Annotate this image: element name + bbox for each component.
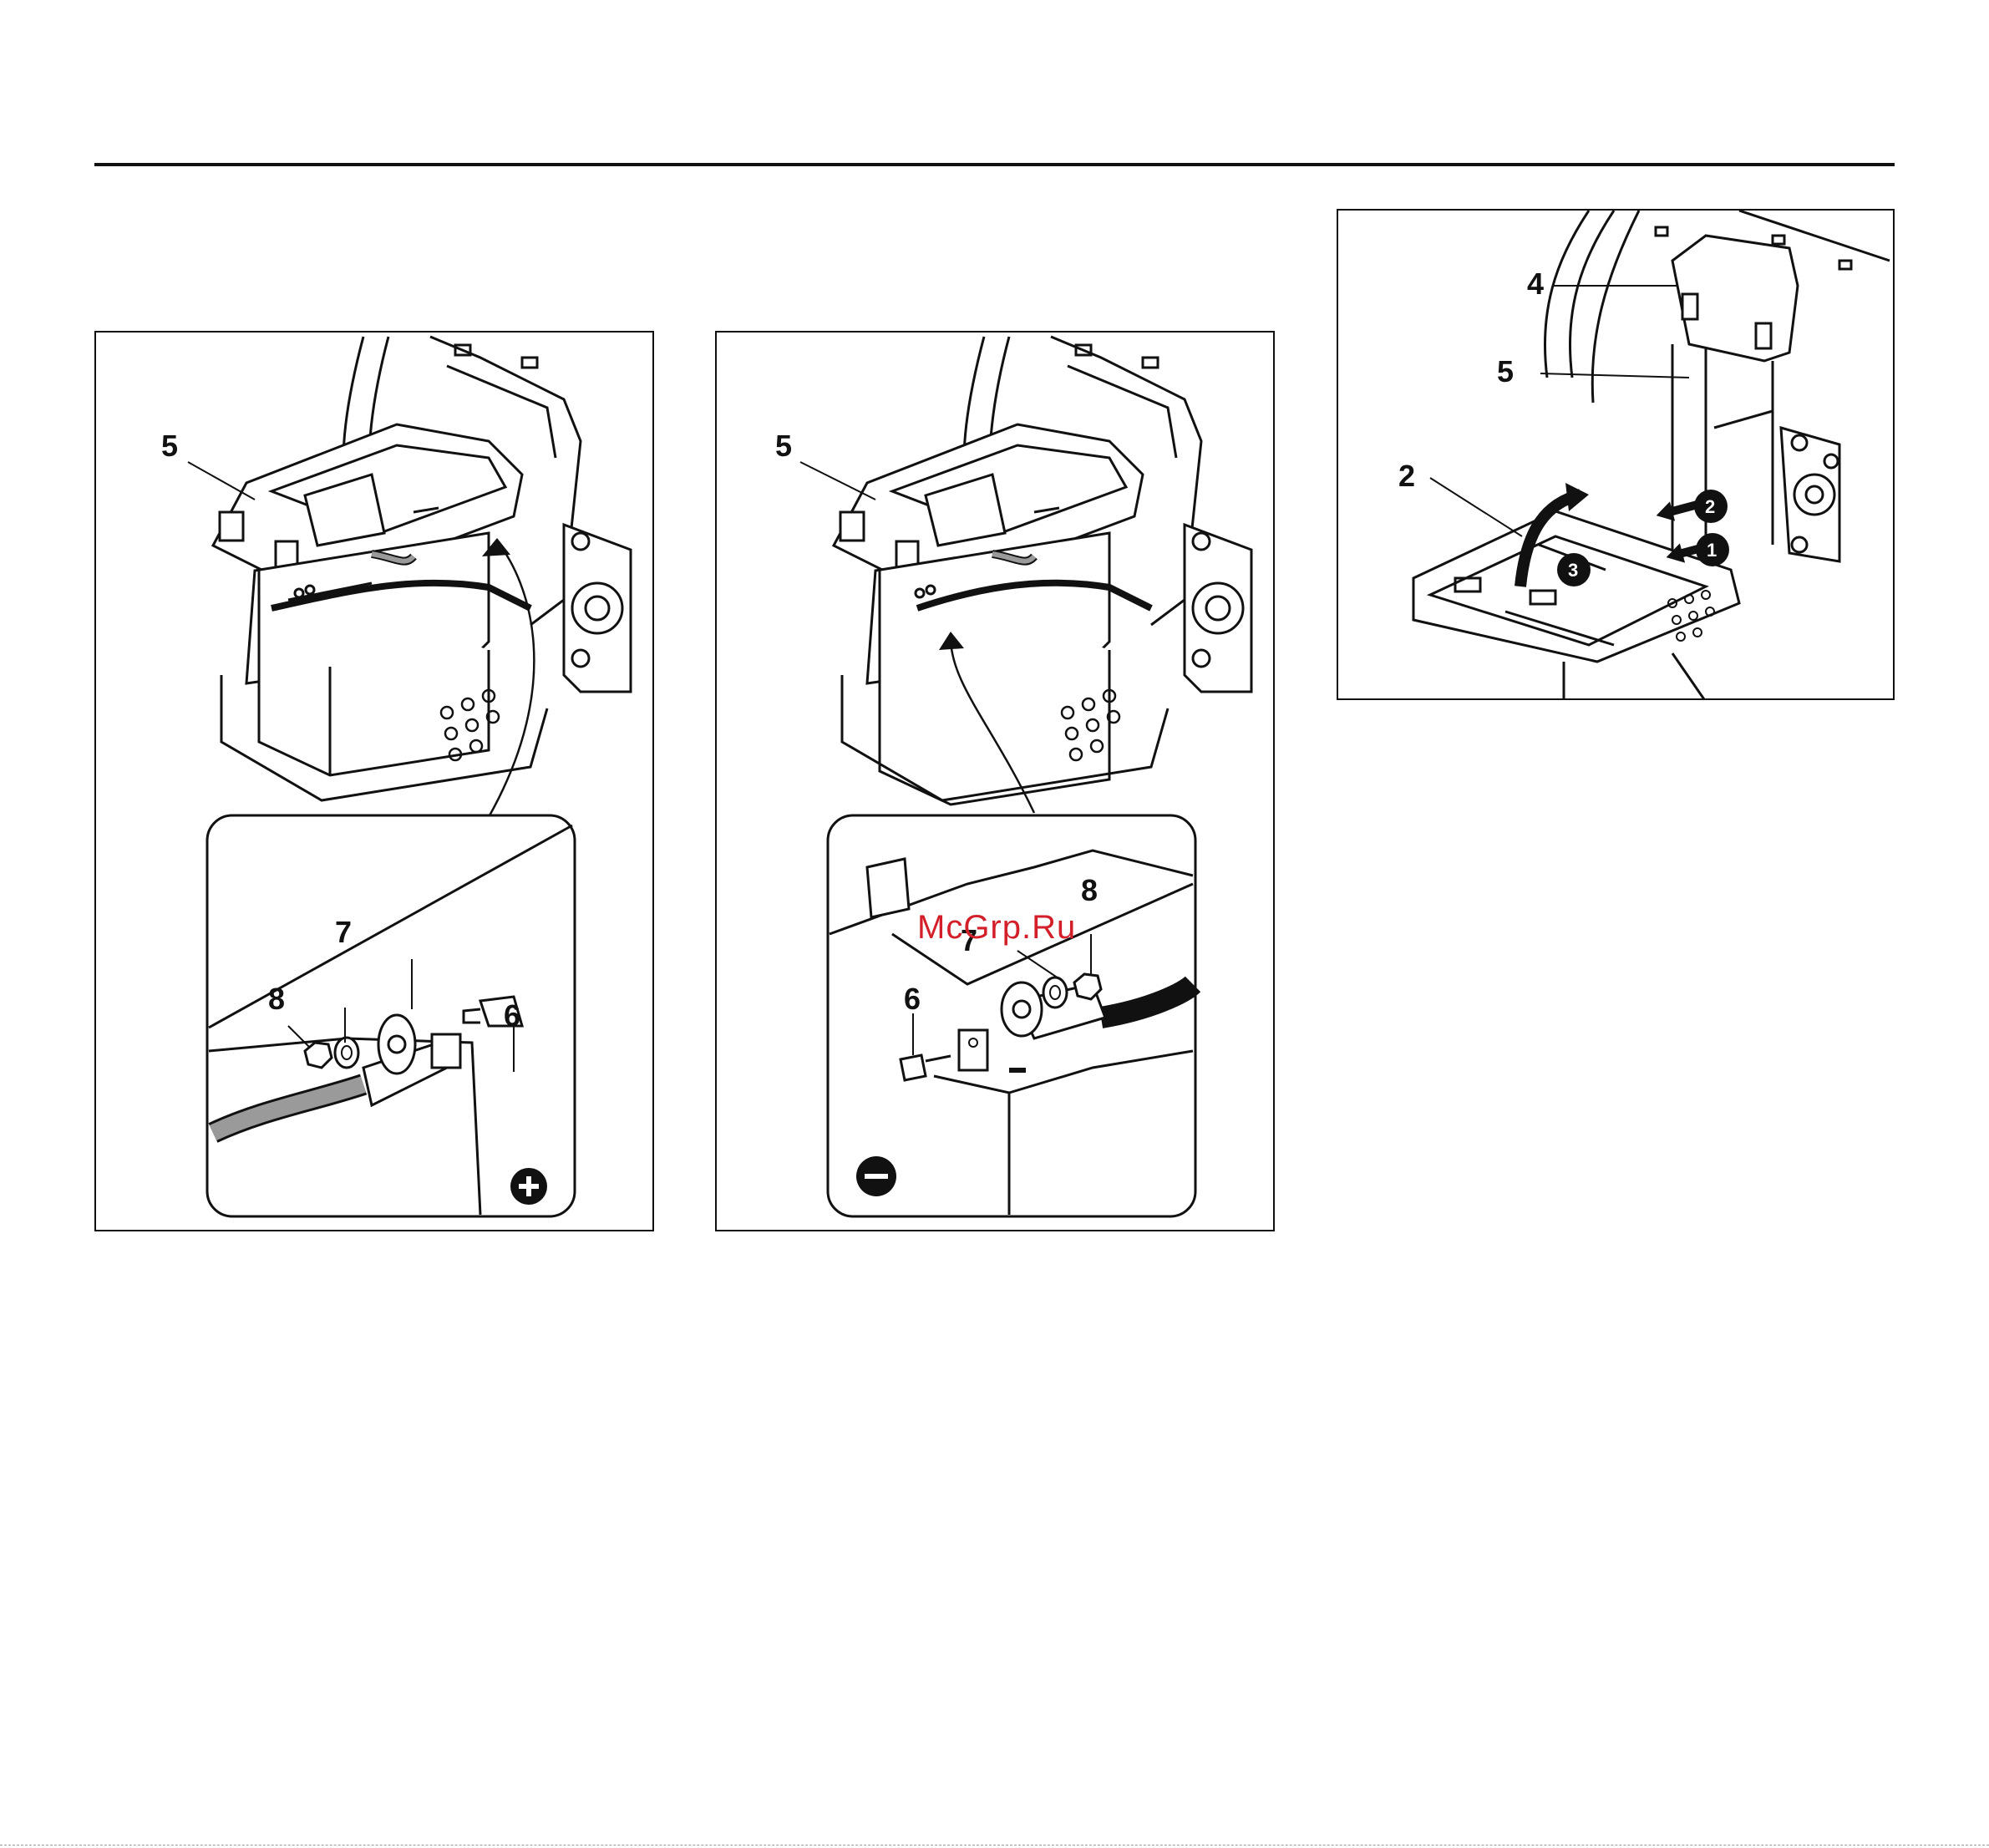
callout-tray: 2 — [1398, 459, 1415, 493]
callout-nut: 8 — [1081, 873, 1098, 907]
callout-bolt: 6 — [904, 982, 921, 1016]
step-label-2: 2 — [1705, 496, 1715, 517]
figure-negative-terminal: 5 7 8 6 — [715, 331, 1275, 1231]
positive-terminal-illustration: 5 7 8 6 — [96, 333, 654, 1231]
callout-clip: 4 — [1527, 267, 1544, 301]
callout-nut: 8 — [268, 982, 285, 1016]
figure-positive-terminal: 5 7 8 6 — [94, 331, 654, 1231]
header-rule — [94, 163, 1895, 166]
callout-cover: 5 — [775, 429, 792, 463]
step-label-1: 1 — [1707, 540, 1717, 561]
footer-rule — [0, 1845, 1989, 1846]
callout-bolt: 6 — [504, 998, 520, 1033]
callout-washer: 7 — [335, 915, 352, 949]
figure-install-cover: 1 2 3 4 5 2 — [1337, 209, 1895, 700]
negative-terminal-illustration: 5 7 8 6 — [717, 333, 1275, 1231]
step-label-3: 3 — [1568, 560, 1578, 581]
install-cover-illustration: 1 2 3 4 5 2 — [1338, 211, 1895, 700]
callout-cover: 5 — [1497, 354, 1514, 388]
callout-cover: 5 — [161, 429, 178, 463]
watermark: McGrp.Ru — [917, 909, 1076, 947]
